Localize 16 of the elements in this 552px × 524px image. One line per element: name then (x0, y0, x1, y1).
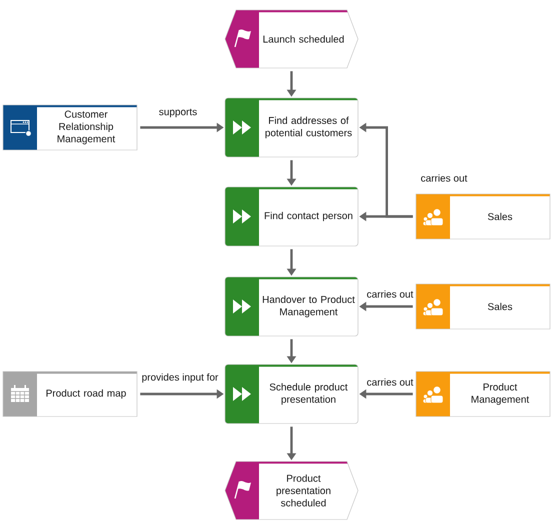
edge-label: carries out (366, 377, 414, 387)
edge-label: carries out (420, 173, 468, 183)
process-box: Handover to Product Management (224, 276, 358, 336)
org-unit-box: Sales (416, 284, 550, 330)
org-unit-box: Sales (416, 194, 550, 240)
info-box: Product road map (2, 371, 138, 417)
edge-label: supports (158, 108, 198, 118)
org-unit-box: Product Management (416, 371, 550, 417)
process-box: Find addresses of potential customers (224, 98, 358, 158)
process-box: Find contact person (224, 186, 358, 246)
edge-label: provides input for (140, 372, 220, 384)
process-box: Schedule product presentation (224, 364, 358, 424)
application-box: Customer Relationship Management (2, 104, 138, 150)
edge-label: carries out (366, 289, 414, 299)
event-hexagon: Launch scheduled (224, 10, 358, 68)
event-hexagon: Product presentation scheduled (224, 461, 358, 520)
